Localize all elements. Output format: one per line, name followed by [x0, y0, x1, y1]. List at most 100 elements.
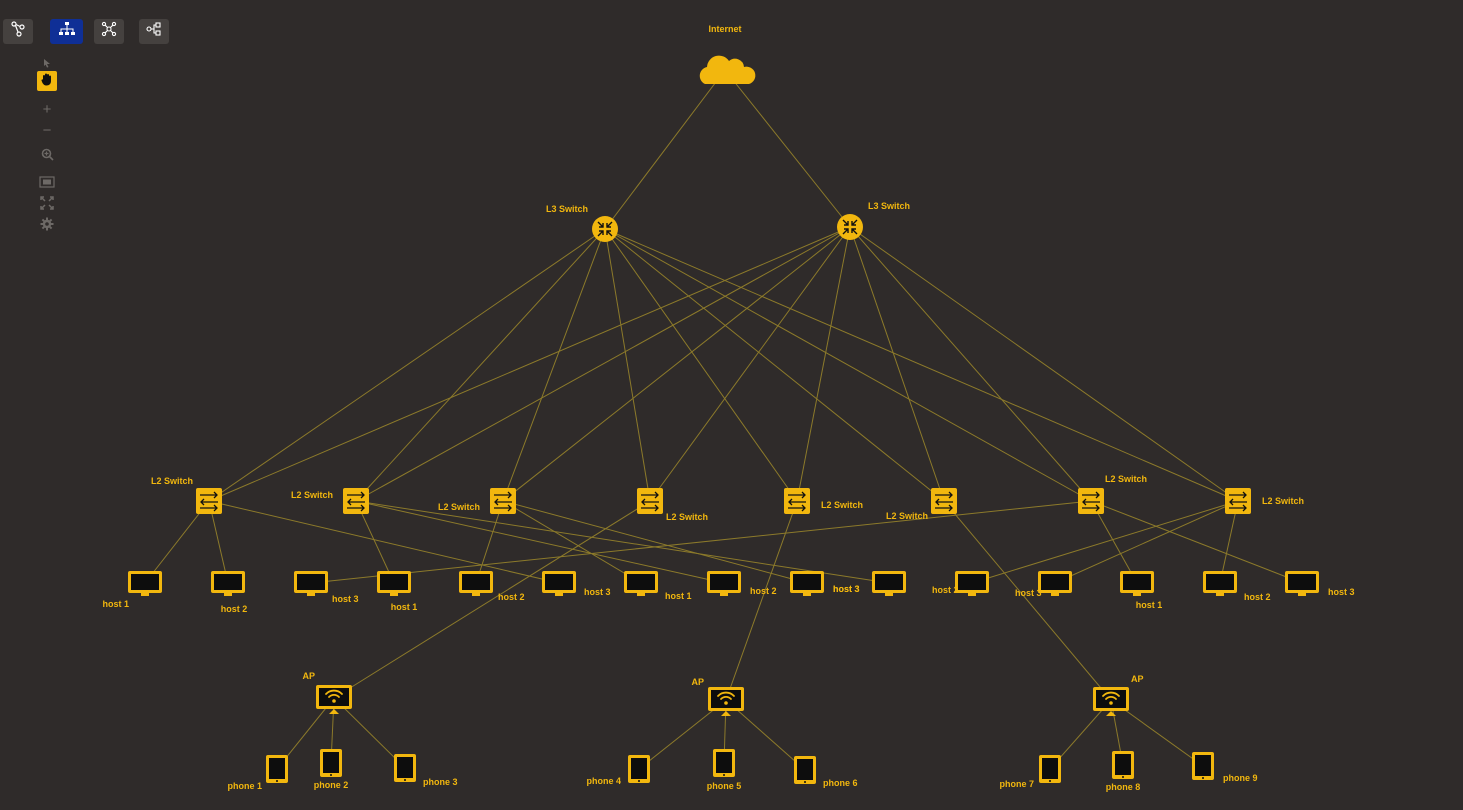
zoom-selection-button[interactable] — [36, 147, 58, 165]
select-tool-button[interactable] — [36, 54, 58, 72]
phone-node-p8[interactable]: phone 8 — [1106, 751, 1141, 792]
node-label: phone 7 — [999, 779, 1034, 789]
phone-node-p6[interactable]: phone 6 — [794, 756, 858, 788]
phone-node-p1[interactable]: phone 1 — [227, 755, 288, 791]
link-s2-h10 — [355, 500, 890, 584]
link-l3b-s4 — [649, 226, 851, 502]
node-label: L2 Switch — [438, 502, 480, 512]
switch-node-s4[interactable]: L2 Switch — [637, 488, 708, 522]
node-label: L3 Switch — [868, 201, 910, 211]
link-s8-h12 — [1054, 500, 1239, 584]
link-s2-h4 — [355, 500, 395, 584]
phone-node-p9[interactable]: phone 9 — [1192, 752, 1258, 783]
layout-button-tree[interactable] — [139, 19, 169, 44]
phone-node-p5[interactable]: phone 5 — [707, 749, 742, 791]
link-l3a-s6 — [604, 228, 945, 502]
host-node-h3[interactable]: host 3 — [294, 571, 359, 604]
router-node-l3b[interactable]: L3 Switch — [837, 201, 910, 240]
node-label: L2 Switch — [1262, 496, 1304, 506]
link-s6-ap3 — [943, 500, 1112, 701]
host-node-h13[interactable]: host 1 — [1120, 571, 1162, 610]
node-label: L2 Switch — [151, 476, 193, 486]
phone-node-p2[interactable]: phone 2 — [314, 749, 349, 790]
cloud-icon — [699, 55, 756, 84]
phone-icon — [1039, 755, 1061, 783]
switch-node-s1[interactable]: L2 Switch — [151, 476, 222, 514]
cloud-node-inet[interactable]: Internet — [699, 24, 756, 84]
link-l3b-s3 — [502, 226, 851, 502]
phone-icon — [1192, 752, 1214, 780]
settings-button[interactable] — [36, 217, 58, 235]
select-arrow-icon — [42, 55, 52, 72]
link-l3b-s5 — [796, 226, 851, 502]
switch-node-s5[interactable]: L2 Switch — [784, 488, 863, 514]
phone-icon — [628, 755, 650, 783]
layout-button-topology[interactable] — [3, 19, 33, 44]
fullscreen-button[interactable] — [36, 196, 58, 214]
switch-icon — [1225, 488, 1251, 514]
link-l3a-s1 — [208, 228, 606, 502]
host-node-h10[interactable]: host 3 — [833, 571, 906, 596]
phone-icon — [1112, 751, 1134, 779]
ap-node-ap3[interactable]: AP — [1093, 674, 1144, 716]
host-icon — [1120, 571, 1154, 596]
host-node-h12[interactable]: host 3 — [1015, 571, 1072, 598]
switch-icon — [784, 488, 810, 514]
link-s7-h13 — [1090, 500, 1138, 584]
cluster-icon — [101, 21, 117, 42]
host-icon — [790, 571, 824, 596]
host-node-h5[interactable]: host 2 — [459, 571, 525, 602]
link-s8-h14 — [1219, 500, 1239, 584]
switch-node-s7[interactable]: L2 Switch — [1078, 474, 1147, 514]
layout-button-hierarchy[interactable] — [50, 19, 83, 44]
zoom-in-icon: + — [42, 100, 52, 118]
node-label: L2 Switch — [291, 490, 333, 500]
ap-node-ap1[interactable]: AP — [302, 671, 352, 714]
host-node-h11[interactable]: host 2 — [932, 571, 989, 596]
host-icon — [1203, 571, 1237, 596]
switch-node-s8[interactable]: L2 Switch — [1225, 488, 1304, 514]
link-s1-h6 — [208, 500, 560, 584]
node-label: host 2 — [498, 592, 525, 602]
links-layer — [144, 69, 1303, 771]
phone-node-p4[interactable]: phone 4 — [586, 755, 650, 786]
hierarchy-icon — [58, 21, 76, 42]
node-label: host 3 — [833, 584, 860, 594]
host-node-h7[interactable]: host 1 — [624, 571, 692, 601]
fit-screen-button[interactable] — [36, 174, 58, 192]
host-node-h14[interactable]: host 2 — [1203, 571, 1271, 602]
link-l3b-s7 — [849, 226, 1092, 502]
link-s7-h15 — [1090, 500, 1303, 584]
layout-button-cluster[interactable] — [94, 19, 124, 44]
ap-node-ap2[interactable]: AP — [691, 677, 744, 716]
link-s3-h9 — [502, 500, 808, 584]
phone-node-p7[interactable]: phone 7 — [999, 755, 1061, 789]
switch-node-s6[interactable]: L2 Switch — [886, 488, 957, 521]
node-label: host 1 — [665, 591, 692, 601]
ap-icon — [316, 685, 352, 714]
node-label: L2 Switch — [821, 500, 863, 510]
pan-tool-button[interactable] — [37, 71, 57, 91]
tree-icon — [146, 21, 162, 42]
host-node-h15[interactable]: host 3 — [1285, 571, 1355, 597]
link-s3-h5 — [475, 500, 504, 584]
switch-node-s3[interactable]: L2 Switch — [438, 488, 516, 514]
link-s4-ap1 — [333, 500, 651, 699]
host-node-h4[interactable]: host 1 — [377, 571, 417, 612]
zoom-in-button[interactable]: + — [36, 100, 58, 118]
host-node-h2[interactable]: host 2 — [211, 571, 247, 614]
phone-node-p3[interactable]: phone 3 — [394, 754, 458, 787]
node-label: host 3 — [1015, 588, 1042, 598]
host-node-h9[interactable]: host 3 — [790, 571, 860, 596]
link-l3a-s5 — [604, 228, 798, 502]
link-ap2-p4 — [638, 699, 727, 770]
zoom-out-button[interactable]: − — [36, 121, 58, 139]
router-node-l3a[interactable]: L3 Switch — [546, 204, 618, 242]
host-node-h1[interactable]: host 1 — [102, 571, 162, 609]
phone-icon — [713, 749, 735, 777]
host-node-h6[interactable]: host 3 — [542, 571, 611, 597]
node-label: L3 Switch — [546, 204, 588, 214]
host-node-h8[interactable]: host 2 — [707, 571, 777, 596]
switch-node-s2[interactable]: L2 Switch — [291, 488, 369, 514]
